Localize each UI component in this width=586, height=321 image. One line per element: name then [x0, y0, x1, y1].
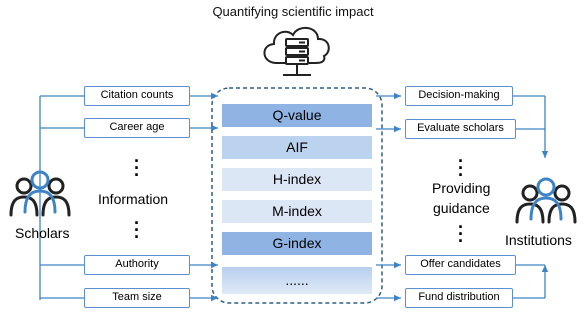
people-group-icon [515, 177, 577, 224]
output-decision-making: Decision-making [405, 86, 513, 106]
ellipsis-bottom-right: ··· [458, 217, 464, 251]
input-authority: Authority [84, 255, 190, 275]
metric-more: ...... [222, 267, 372, 294]
ellipsis-bottom-left: ··· [134, 213, 140, 247]
institutions-label: Institutions [505, 232, 572, 248]
ellipsis-top-right: ··· [458, 151, 464, 185]
providing-label: Providing [432, 180, 491, 196]
input-team-size: Team size [84, 288, 190, 308]
diagram-title: Quantifying scientific impact [212, 4, 374, 19]
input-career-age: Career age [84, 118, 190, 138]
guidance-label: guidance [433, 200, 490, 216]
output-offer-candidates: Offer candidates [405, 255, 516, 275]
metric-m-index: M-index [222, 200, 372, 223]
metric-aif: AIF [222, 136, 372, 159]
cloud-server-icon [263, 27, 330, 76]
scholars-label: Scholars [15, 225, 70, 241]
ellipsis-top-left: ··· [134, 151, 140, 185]
metric-h-index: H-index [222, 168, 372, 191]
metric-q-value: Q-value [222, 104, 372, 127]
metric-g-index: G-index [222, 232, 372, 255]
metrics-container [211, 87, 383, 304]
input-citation-counts: Citation counts [84, 86, 190, 106]
information-label: Information [98, 191, 169, 207]
output-fund-distribution: Fund distribution [405, 288, 513, 308]
people-group-icon [9, 170, 71, 217]
output-evaluate-scholars: Evaluate scholars [405, 119, 516, 139]
